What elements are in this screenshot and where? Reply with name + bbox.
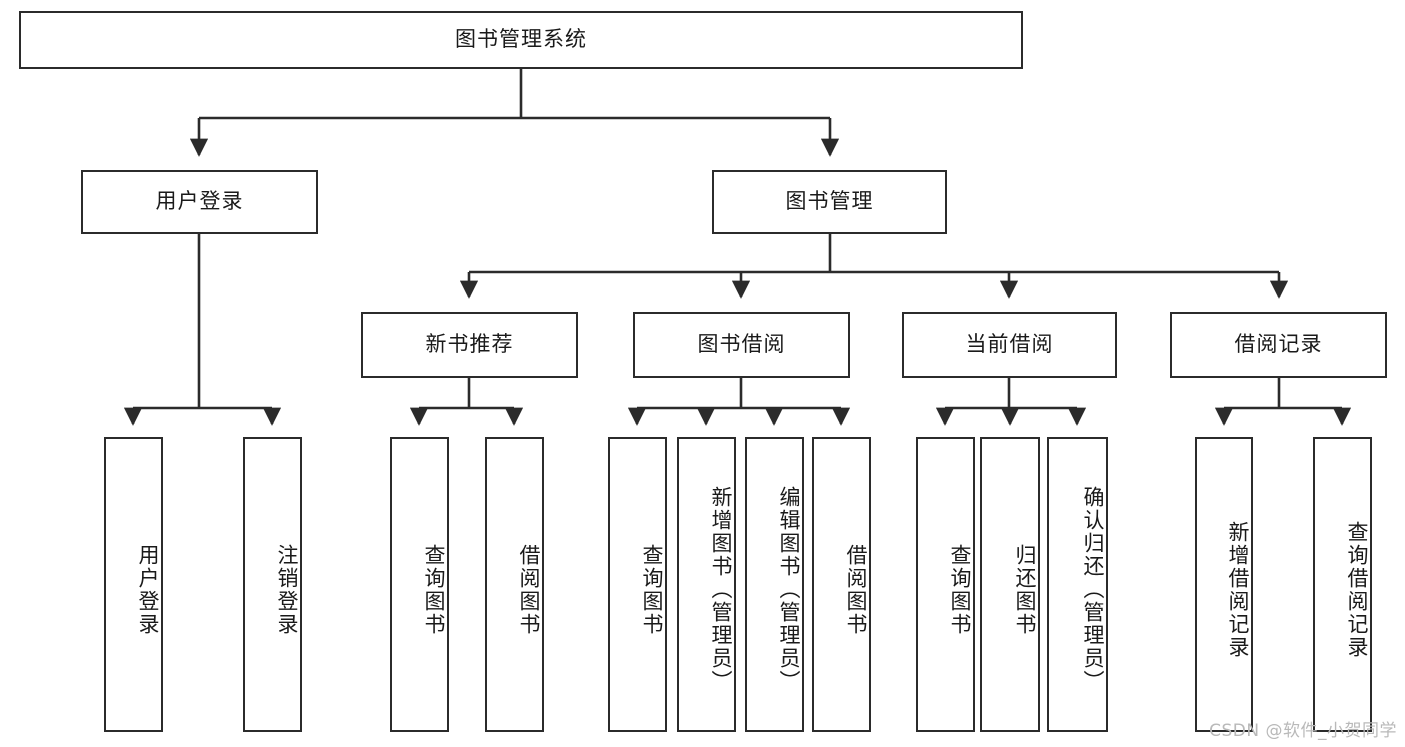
node-borrow-record-label: 借阅记录 [1234,332,1323,357]
node-book-borrow-label: 图书借阅 [697,332,786,357]
node-root-label: 图书管理系统 [455,27,587,52]
node-leaf-confirm-return[interactable]: 确认归还（管理员） [1047,437,1108,732]
watermark: CSDN @软件_小贺同学 [1209,721,1397,741]
node-leaf-user-login[interactable]: 用户登录 [104,437,163,732]
node-leaf-confirm-return-label: 确认归还（管理员） [1081,486,1105,693]
node-leaf-add-record[interactable]: 新增借阅记录 [1195,437,1253,732]
node-current-borrow[interactable]: 当前借阅 [902,312,1117,378]
node-leaf-borrow-book-2-label: 借阅图书 [844,543,868,636]
node-leaf-borrow-book-2[interactable]: 借阅图书 [812,437,871,732]
node-user-login[interactable]: 用户登录 [81,170,318,234]
node-leaf-query-book-3[interactable]: 查询图书 [916,437,975,732]
node-leaf-query-book-2-label: 查询图书 [640,543,664,636]
node-borrow-record[interactable]: 借阅记录 [1170,312,1387,378]
node-leaf-query-book-1[interactable]: 查询图书 [390,437,449,732]
node-leaf-logout-label: 注销登录 [275,543,299,636]
node-leaf-query-record[interactable]: 查询借阅记录 [1313,437,1372,732]
node-leaf-return-book-label: 归还图书 [1013,543,1037,636]
node-leaf-query-book-3-label: 查询图书 [948,543,972,636]
node-leaf-query-book-1-label: 查询图书 [422,543,446,636]
node-book-manage-label: 图书管理 [785,189,874,214]
node-book-manage[interactable]: 图书管理 [712,170,947,234]
node-user-login-label: 用户登录 [155,189,244,214]
node-leaf-return-book[interactable]: 归还图书 [980,437,1040,732]
node-new-book-recommend-label: 新书推荐 [425,332,514,357]
node-leaf-add-book-label: 新增图书（管理员） [709,486,733,693]
node-leaf-edit-book-label: 编辑图书（管理员） [777,486,801,693]
node-leaf-user-login-label: 用户登录 [136,543,160,636]
node-leaf-add-book[interactable]: 新增图书（管理员） [677,437,736,732]
node-leaf-edit-book[interactable]: 编辑图书（管理员） [745,437,804,732]
node-leaf-query-book-2[interactable]: 查询图书 [608,437,667,732]
node-leaf-add-record-label: 新增借阅记录 [1226,520,1250,659]
node-book-borrow[interactable]: 图书借阅 [633,312,850,378]
node-current-borrow-label: 当前借阅 [965,332,1054,357]
node-leaf-query-record-label: 查询借阅记录 [1345,520,1369,659]
node-leaf-logout[interactable]: 注销登录 [243,437,302,732]
node-new-book-recommend[interactable]: 新书推荐 [361,312,578,378]
node-leaf-borrow-book-1[interactable]: 借阅图书 [485,437,544,732]
node-leaf-borrow-book-1-label: 借阅图书 [517,543,541,636]
node-root[interactable]: 图书管理系统 [19,11,1023,69]
